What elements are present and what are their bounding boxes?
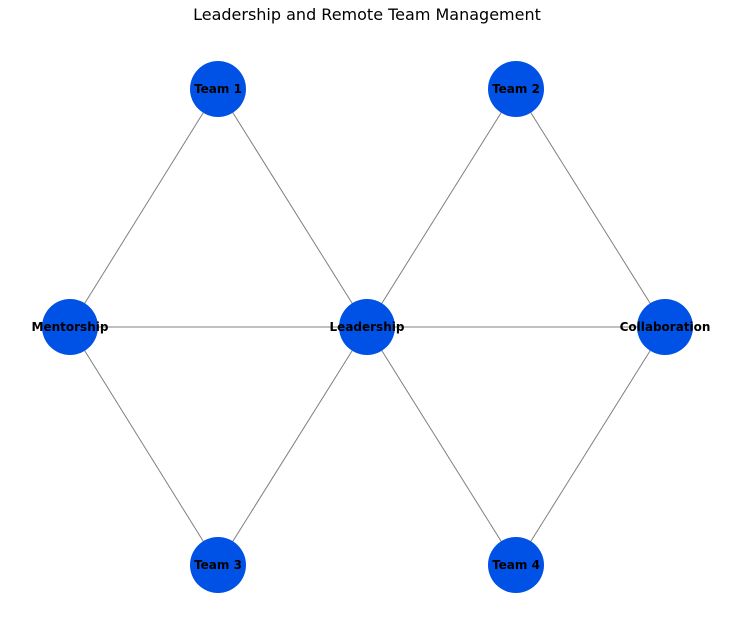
node-label-team2: Team 2 (492, 82, 540, 96)
edge-leadership-team3 (217, 326, 368, 566)
node-label-mentorship: Mentorship (32, 320, 109, 334)
node-circle-team2 (488, 61, 544, 117)
node-label-team4: Team 4 (492, 558, 540, 572)
node-circle-team1 (190, 61, 246, 117)
node-collaboration: Collaboration (620, 299, 711, 355)
node-layer: Team 1 Team 2 Mentorship Leadership Collabor… (32, 61, 711, 593)
node-team4: Team 4 (488, 537, 544, 593)
node-label-leadership: Leadership (330, 320, 405, 334)
node-team2: Team 2 (488, 61, 544, 117)
edge-team1-leadership (217, 88, 368, 328)
edge-mentorship-team3 (69, 326, 219, 566)
edge-team2-leadership (366, 88, 517, 328)
node-circle-leadership (339, 299, 395, 355)
edge-leadership-team4 (366, 326, 517, 566)
node-mentorship: Mentorship (32, 299, 109, 355)
node-team3: Team 3 (190, 537, 246, 593)
edge-team1-mentorship (69, 88, 219, 328)
node-leadership: Leadership (330, 299, 405, 355)
node-circle-team3 (190, 537, 246, 593)
node-label-team3: Team 3 (194, 558, 242, 572)
edge-collaboration-team4 (515, 326, 666, 566)
node-team1: Team 1 (190, 61, 246, 117)
node-label-team1: Team 1 (194, 82, 242, 96)
edge-layer (69, 88, 666, 566)
node-circle-collaboration (637, 299, 693, 355)
diagram-title: Leadership and Remote Team Management (193, 5, 541, 24)
edge-team2-collaboration (515, 88, 666, 328)
node-label-collaboration: Collaboration (620, 320, 711, 334)
node-circle-mentorship (42, 299, 98, 355)
node-circle-team4 (488, 537, 544, 593)
